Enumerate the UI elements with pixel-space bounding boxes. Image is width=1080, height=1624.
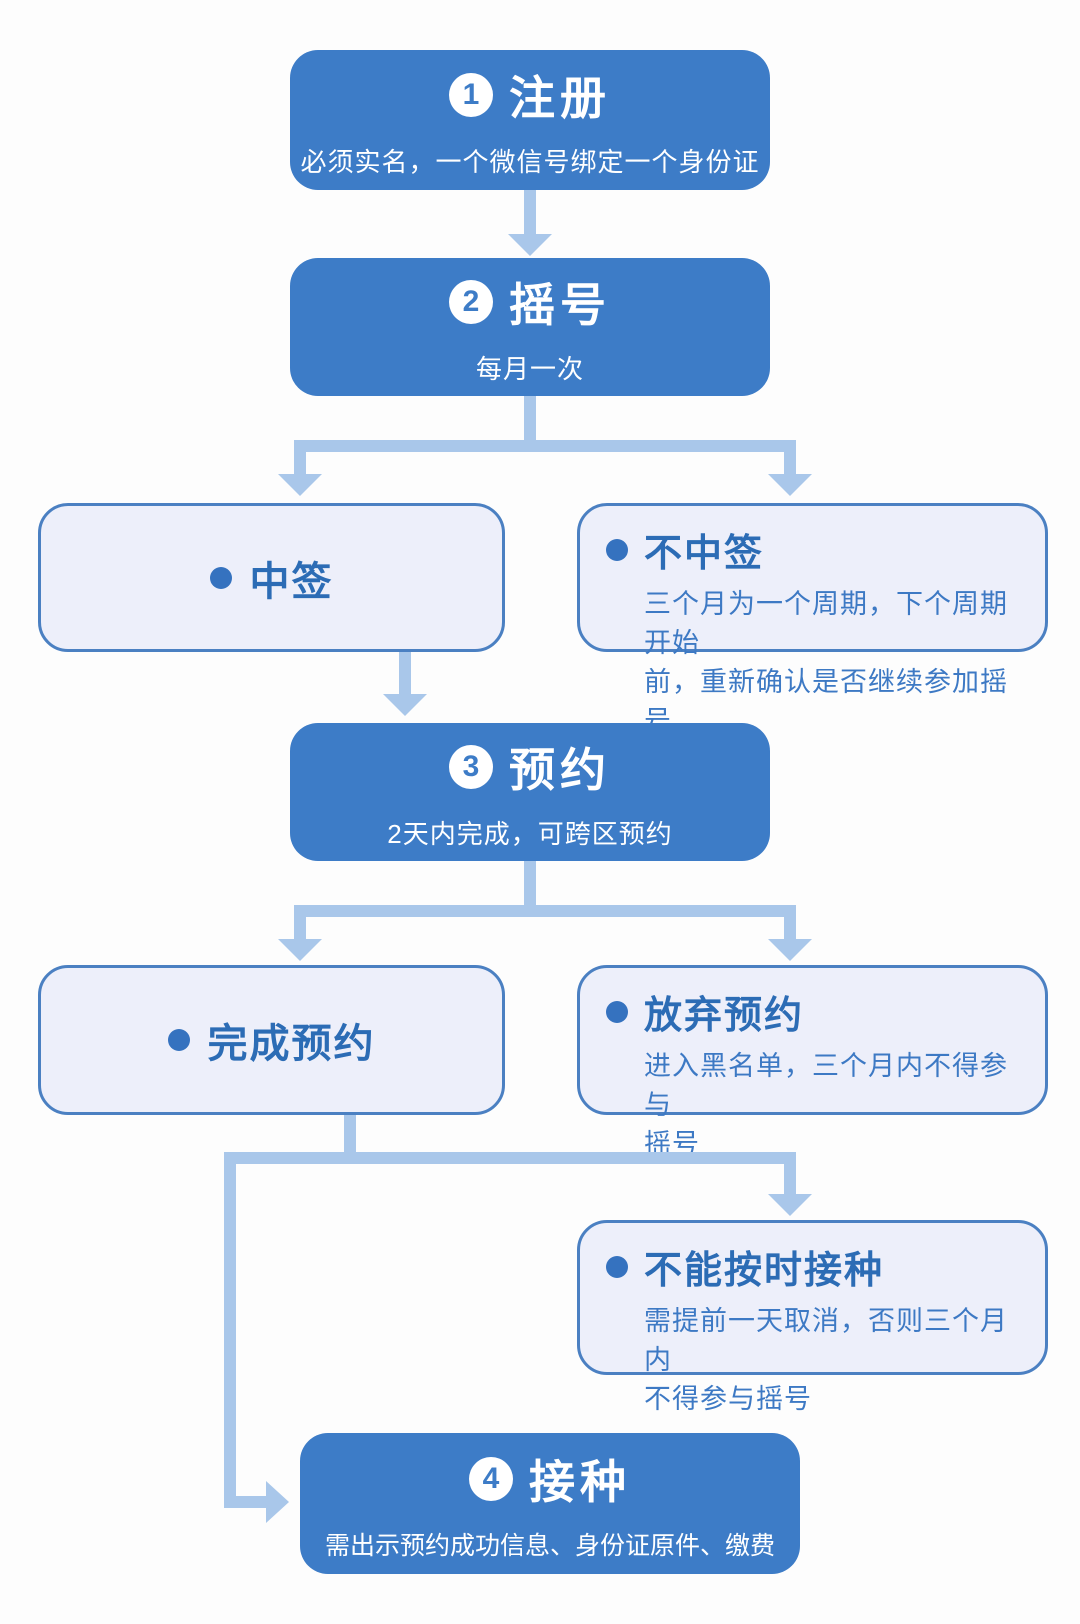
outcome-complete-title: 完成预约	[207, 1022, 376, 1066]
outcome-lose-body: 三个月为一个周期，下个周期开始 前，重新确认是否继续参加摇号	[644, 589, 1008, 736]
arrow-to-vaccinate-hline	[224, 1496, 268, 1508]
step-register-box: 1 注册 必须实名，一个微信号绑定一个身份证	[290, 50, 770, 190]
step-reserve-subtitle: 2天内完成，可跨区预约	[387, 818, 673, 849]
step-number-4-badge: 4	[469, 1456, 513, 1501]
outcome-lose-title-row: 不中签	[606, 522, 1027, 577]
arrow-to-lose-head-icon	[768, 474, 812, 496]
arrow-to-win-head-icon	[278, 474, 322, 496]
outcome-abandon-title-row: 放弃预约	[606, 984, 1027, 1039]
arrow-to-miss-line	[784, 1164, 796, 1196]
arrow-to-complete-line	[294, 917, 306, 941]
connector-lottery-split-stub	[524, 396, 536, 444]
outcome-miss-box: 不能按时接种 需提前一天取消，否则三个月内 不得参与摇号	[577, 1220, 1048, 1414]
connector-reserve-split-stub	[524, 861, 536, 909]
outcome-lose-box: 不中签 三个月为一个周期，下个周期开始 前，重新确认是否继续参加摇号	[577, 503, 1048, 736]
outcome-win-title: 中签	[249, 559, 334, 604]
arrow-to-abandon-head-icon	[768, 939, 812, 961]
step-lottery-title-row: 2 摇号	[449, 269, 611, 335]
arrow-register-to-lottery-head-icon	[508, 234, 552, 256]
arrow-to-lose-line	[784, 452, 796, 476]
bullet-icon	[606, 1000, 628, 1023]
arrow-to-abandon-line	[784, 917, 796, 941]
step-reserve-title-row: 3 预约	[449, 734, 611, 800]
outcome-lose-title: 不中签	[644, 533, 765, 575]
step-vaccinate-subtitle: 需出示预约成功信息、身份证原件、缴费	[324, 1531, 775, 1560]
outcome-miss-title: 不能按时接种	[644, 1250, 885, 1292]
arrow-to-win-line	[294, 452, 306, 476]
step-register-title-row: 1 注册	[449, 62, 611, 128]
step-number-1-badge: 1	[449, 72, 493, 117]
arrow-win-to-reserve-head-icon	[383, 694, 427, 716]
bullet-icon	[167, 1029, 190, 1051]
outcome-abandon-title: 放弃预约	[644, 995, 805, 1037]
outcome-complete-box: 完成预约	[38, 965, 505, 1115]
connector-lottery-split-bar	[294, 440, 796, 452]
arrow-win-to-reserve-line	[399, 652, 411, 696]
step-number-2-badge: 2	[449, 279, 493, 324]
arrow-to-vaccinate-vline	[224, 1164, 236, 1508]
step-vaccinate-box: 4 接种 需出示预约成功信息、身份证原件、缴费	[300, 1433, 800, 1574]
bullet-icon	[606, 1255, 628, 1278]
arrow-to-vaccinate-head-icon	[266, 1481, 289, 1523]
arrow-register-to-lottery-line	[524, 190, 536, 236]
step-reserve-box: 3 预约 2天内完成，可跨区预约	[290, 723, 770, 861]
connector-complete-split-bar	[224, 1152, 796, 1164]
step-lottery-title: 摇号	[509, 278, 611, 331]
step-register-subtitle: 必须实名，一个微信号绑定一个身份证	[300, 146, 760, 177]
arrow-to-miss-head-icon	[768, 1194, 812, 1216]
step-vaccinate-title-row: 4 接种	[469, 1446, 631, 1512]
outcome-miss-title-row: 不能按时接种	[606, 1239, 1027, 1294]
step-vaccinate-title: 接种	[529, 1455, 631, 1508]
outcome-abandon-box: 放弃预约 进入黑名单，三个月内不得参与 摇号	[577, 965, 1048, 1159]
step-number-3-badge: 3	[449, 744, 493, 789]
outcome-miss-body: 需提前一天取消，否则三个月内 不得参与摇号	[644, 1306, 1008, 1414]
outcome-abandon-body: 进入黑名单，三个月内不得参与 摇号	[644, 1051, 1008, 1159]
step-lottery-box: 2 摇号 每月一次	[290, 258, 770, 396]
step-reserve-title: 预约	[509, 743, 611, 796]
step-lottery-subtitle: 每月一次	[475, 353, 584, 384]
bullet-icon	[606, 538, 628, 561]
arrow-to-complete-head-icon	[278, 939, 322, 961]
connector-complete-split-stub	[344, 1115, 356, 1156]
step-register-title: 注册	[509, 71, 611, 124]
bullet-icon	[209, 566, 232, 589]
connector-reserve-split-bar	[294, 905, 796, 917]
outcome-win-box: 中签	[38, 503, 505, 652]
